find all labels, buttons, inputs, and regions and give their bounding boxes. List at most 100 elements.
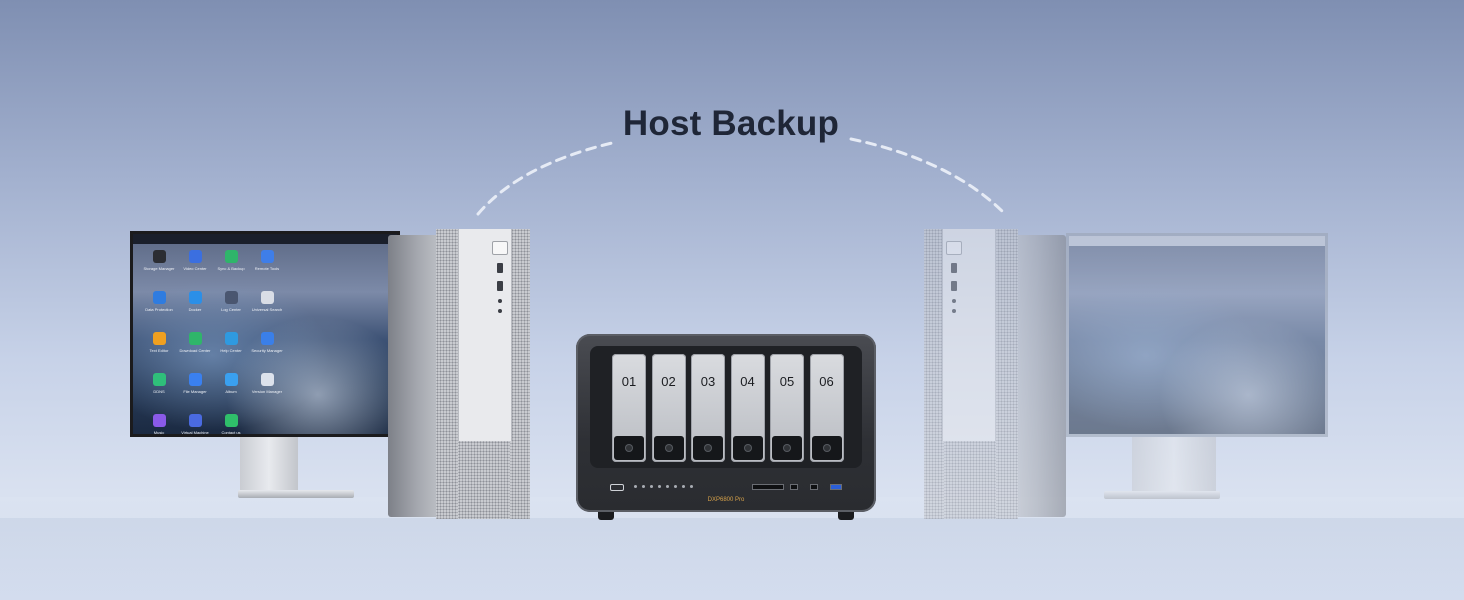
pc-io-panel [942, 229, 996, 441]
desktop-app-item: Version Manager [249, 373, 285, 401]
drive-bay-number: 01 [621, 374, 637, 389]
desktop-app-item: DDNS [141, 373, 177, 401]
pc-side-panel [388, 235, 436, 517]
app-label: Help Center [220, 348, 242, 353]
pc-lower-mesh [458, 441, 510, 519]
nas-foot [838, 512, 854, 520]
app-icon [260, 332, 274, 345]
left-host-pc [388, 229, 530, 519]
app-icon [224, 250, 238, 263]
desktop-app-item: Music [141, 414, 177, 435]
app-label: Log Center [221, 307, 241, 312]
desktop-app-grid: Storage Manager Video Center Sync & Backup… [141, 250, 285, 435]
app-icon [260, 373, 274, 386]
app-label: Download Center [179, 348, 211, 353]
desktop-app-item: Data Protection [141, 291, 177, 319]
left-mesh [996, 229, 1018, 519]
app-icon [224, 291, 238, 304]
status-led [650, 485, 653, 488]
app-icon [152, 291, 166, 304]
app-label: Version Manager [251, 389, 283, 394]
desktop-top-bar [1069, 236, 1325, 246]
app-icon [188, 291, 202, 304]
audio-jack [952, 299, 956, 303]
drive-tray: 02 [651, 354, 686, 462]
app-label: Music [153, 430, 165, 435]
drive-tray: 05 [770, 354, 804, 462]
left-dashed-arc [476, 141, 614, 216]
app-label: Data Protection [145, 307, 173, 312]
pc-io-panel [458, 229, 512, 441]
desktop-app-item: Album [213, 373, 249, 401]
app-icon [188, 373, 202, 386]
app-label: Security Manager [251, 348, 283, 353]
app-icon [224, 373, 238, 386]
ocean-wallpaper [1069, 239, 1325, 434]
app-label: Universal Search [251, 307, 283, 312]
desktop-app-item: Virtual Machine [177, 414, 213, 434]
monitor-stand-foot [1104, 491, 1220, 499]
app-icon [152, 373, 166, 386]
audio-jack [952, 309, 956, 313]
monitor-stand-foot [238, 490, 354, 498]
app-label: Album [225, 389, 237, 394]
desktop-app-item: Help Center [213, 332, 249, 360]
monitor-stand-neck [240, 436, 298, 491]
left-monitor: Storage Manager Video Center Sync & Backup… [130, 231, 400, 501]
app-icon [152, 332, 166, 345]
audio-jack [498, 299, 502, 303]
app-icon [224, 414, 238, 427]
usb-c-port [810, 484, 818, 490]
desktop-app-item: Docker [177, 291, 213, 319]
drive-bay-number: 02 [661, 374, 676, 389]
status-led [682, 485, 685, 488]
drive-tray: 04 [730, 354, 765, 462]
pc-front-panel [436, 229, 530, 519]
app-icon [152, 250, 166, 263]
app-icon [188, 250, 202, 263]
app-label: Contact us [221, 430, 241, 435]
app-icon [260, 291, 274, 304]
app-label: Sync & Backup [217, 266, 245, 271]
usb-port [497, 263, 503, 273]
pc-front-panel [924, 229, 1018, 519]
app-icon [188, 332, 202, 345]
usb-port [951, 281, 957, 291]
drive-bay-number: 03 [700, 374, 716, 389]
app-icon [152, 414, 166, 427]
desktop-app-item: Log Center [213, 291, 249, 319]
page-title: Host Backup [622, 104, 840, 143]
desktop-top-bar [133, 234, 397, 244]
usb-port [951, 263, 957, 273]
drive-tray-latch [704, 444, 712, 452]
desktop-app-item: Universal Search [249, 291, 285, 319]
left-mesh [436, 229, 458, 519]
nas-model-label: DXP6800 Pro [707, 497, 745, 503]
desktop-app-item: Download Center [177, 332, 213, 360]
app-label: Storage Manager [143, 266, 175, 271]
app-icon [224, 332, 238, 345]
power-button [492, 241, 508, 255]
drive-tray-latch [625, 444, 633, 452]
app-label: Video Center [183, 266, 207, 271]
pc-side-panel [1018, 235, 1066, 517]
drive-tray-latch [783, 444, 791, 452]
status-led [658, 485, 661, 488]
monitor-stand-neck [1132, 436, 1216, 491]
drive-tray: 06 [809, 354, 844, 462]
desktop-app-item: Contact us [213, 414, 249, 435]
right-dashed-arc [849, 137, 1005, 214]
app-icon [260, 250, 274, 263]
monitor-screen [1066, 233, 1328, 437]
monitor-screen: Storage Manager Video Center Sync & Backup… [130, 231, 400, 437]
right-monitor [1066, 233, 1328, 501]
status-led [690, 485, 693, 488]
usb-a-port [830, 484, 842, 490]
desktop-app-item: Remote Tools [249, 250, 285, 278]
status-led [642, 485, 645, 488]
desktop-app-item: Video Center [177, 250, 213, 278]
